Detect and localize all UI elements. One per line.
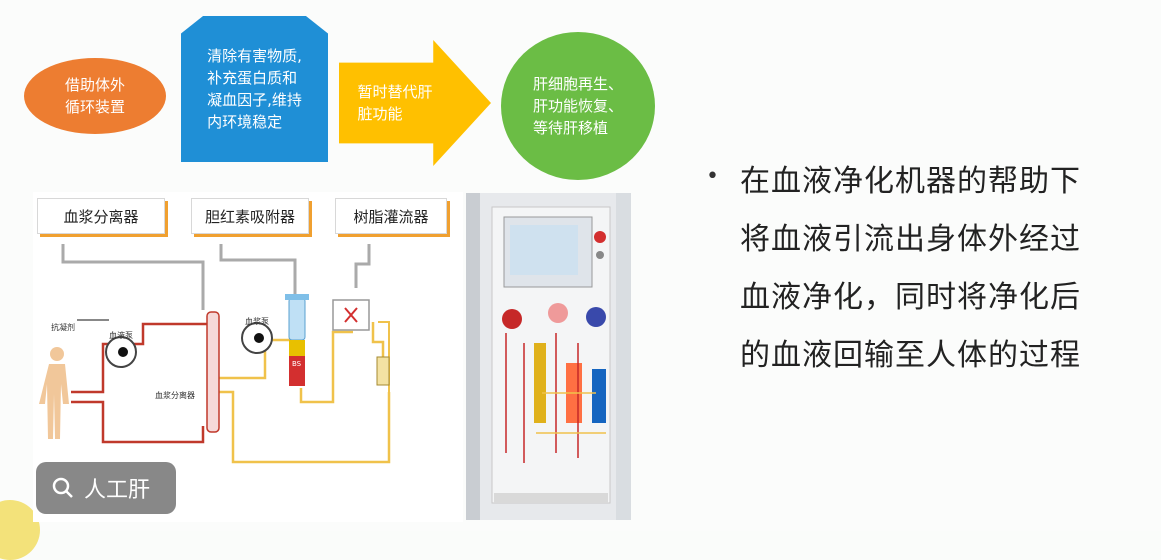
- bullet-dot-icon: •: [706, 164, 719, 189]
- search-chip-artificial-liver[interactable]: 人工肝: [36, 462, 176, 514]
- anticoagulant-text: 抗凝剂: [51, 323, 75, 332]
- plasma-pump-icon: [241, 322, 273, 354]
- bilirubin-adsorber-label-box: 胆红素吸附器: [191, 198, 309, 234]
- plasma-separator-label-box: 血浆分离器: [37, 198, 165, 234]
- bullet-line: 在血液净化机器的帮助下: [740, 164, 1081, 199]
- bullet-paragraph: 在血液净化机器的帮助下 将血液引流出身体外经过 血液净化，同时将净化后 的血液回…: [700, 153, 1130, 385]
- resin-canister: [376, 356, 390, 386]
- bullet-line: 血液净化，同时将净化后: [740, 280, 1081, 315]
- plasma-separator-column: [206, 311, 220, 433]
- circuit-drawing: [39, 244, 391, 464]
- bullet-line: 将血液引流出身体外经过: [740, 222, 1081, 257]
- flow-step-3-label: 暂时替代肝 脏功能: [357, 83, 433, 123]
- flow-step-external-circulation: 借助体外 循环装置: [24, 58, 166, 134]
- resin-perfusion-label-box: 树脂灌流器: [335, 198, 447, 234]
- bilirubin-adsorber-column: [285, 294, 309, 386]
- liver-support-machine-photo: [466, 193, 631, 520]
- separator-text: 血浆分离器: [155, 391, 195, 400]
- flow-step-4-label: 肝细胞再生、 肝功能恢复、 等待肝移植: [532, 75, 623, 137]
- search-icon: [52, 477, 73, 498]
- resin-perfusion-label: 树脂灌流器: [353, 207, 429, 226]
- flow-step-1-label: 借助体外 循环装置: [64, 76, 125, 116]
- flow-step-clear-toxins: 清除有害物质, 补充蛋白质和 凝血因子,维持 内环境稳定: [181, 16, 328, 162]
- flow-step-liver-regeneration: 肝细胞再生、 肝功能恢复、 等待肝移植: [501, 32, 655, 180]
- search-chip-label: 人工肝: [84, 478, 151, 503]
- plasma-separator-label: 血浆分离器: [63, 207, 139, 226]
- human-figure-icon: [39, 347, 69, 439]
- plasma-pump-text: 血浆泵: [245, 317, 269, 326]
- flow-step-2-label: 清除有害物质, 补充蛋白质和 凝血因子,维持 内环境稳定: [207, 47, 302, 131]
- bilirubin-adsorber-label: 胆红素吸附器: [204, 207, 295, 226]
- blood-pump-text: 血液泵: [109, 331, 133, 340]
- bullet-line: 的血液回输至人体的过程: [740, 338, 1081, 373]
- bs-text: BS: [292, 360, 302, 368]
- blood-pump-icon: [105, 336, 137, 368]
